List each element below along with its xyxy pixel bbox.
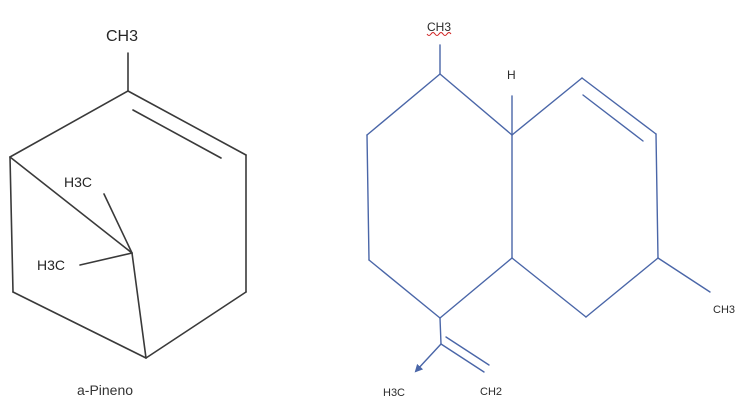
caption-a-pineno: a-Pineno xyxy=(77,382,133,398)
label-ch3-right: CH3 xyxy=(713,304,735,316)
bond-bridge-vertical xyxy=(131,252,147,359)
bond-bridge-diagonal xyxy=(9,156,133,254)
spellcheck-underline xyxy=(426,32,452,36)
bond-exo-h3c-arrow xyxy=(414,343,442,373)
bond-methyl-upper xyxy=(103,193,133,254)
bond-top-upperleft xyxy=(9,90,129,158)
bond-ring2-top-right xyxy=(581,77,657,135)
bond-ring2-top-left xyxy=(511,77,583,136)
label-h3c-bottom: H3C xyxy=(383,387,405,399)
bond-left-vertical xyxy=(9,156,14,293)
bond-methyl-right xyxy=(657,257,711,293)
bicyclic-structure xyxy=(366,44,711,373)
label-ch3-top-left: CH3 xyxy=(106,28,138,45)
bond-ring1-top-right xyxy=(439,73,513,136)
bond-exo-ch2-b xyxy=(445,336,490,366)
bond-top-upperright xyxy=(127,90,247,156)
label-h3c-upper: H3C xyxy=(64,174,92,190)
bond-ring1-left xyxy=(366,134,370,261)
bond-bottom-right xyxy=(145,291,247,359)
bond-ring2-bottom-right xyxy=(585,257,659,318)
alpha-pinene-structure xyxy=(9,52,247,359)
label-ch2-bottom: CH2 xyxy=(480,386,502,398)
label-ch3-top-right: CH3 xyxy=(427,20,451,34)
bond-bottom-left xyxy=(12,291,147,359)
bond-ring1-top-left xyxy=(366,73,441,136)
bond-exo-ch2-a xyxy=(440,343,485,373)
label-h: H xyxy=(507,68,516,82)
bond-ring1-bottom-left xyxy=(368,259,441,319)
bond-ring1-bottom-right xyxy=(439,257,513,319)
bond-double-inner xyxy=(132,109,222,159)
bond-ring2-double-inner xyxy=(582,94,644,142)
bond-methyl-lower xyxy=(79,252,133,266)
bond-ring2-bottom-left xyxy=(511,257,587,318)
bond-exo-down xyxy=(439,317,442,345)
bond-ring2-right xyxy=(655,133,659,259)
label-h3c-lower: H3C xyxy=(37,257,65,273)
